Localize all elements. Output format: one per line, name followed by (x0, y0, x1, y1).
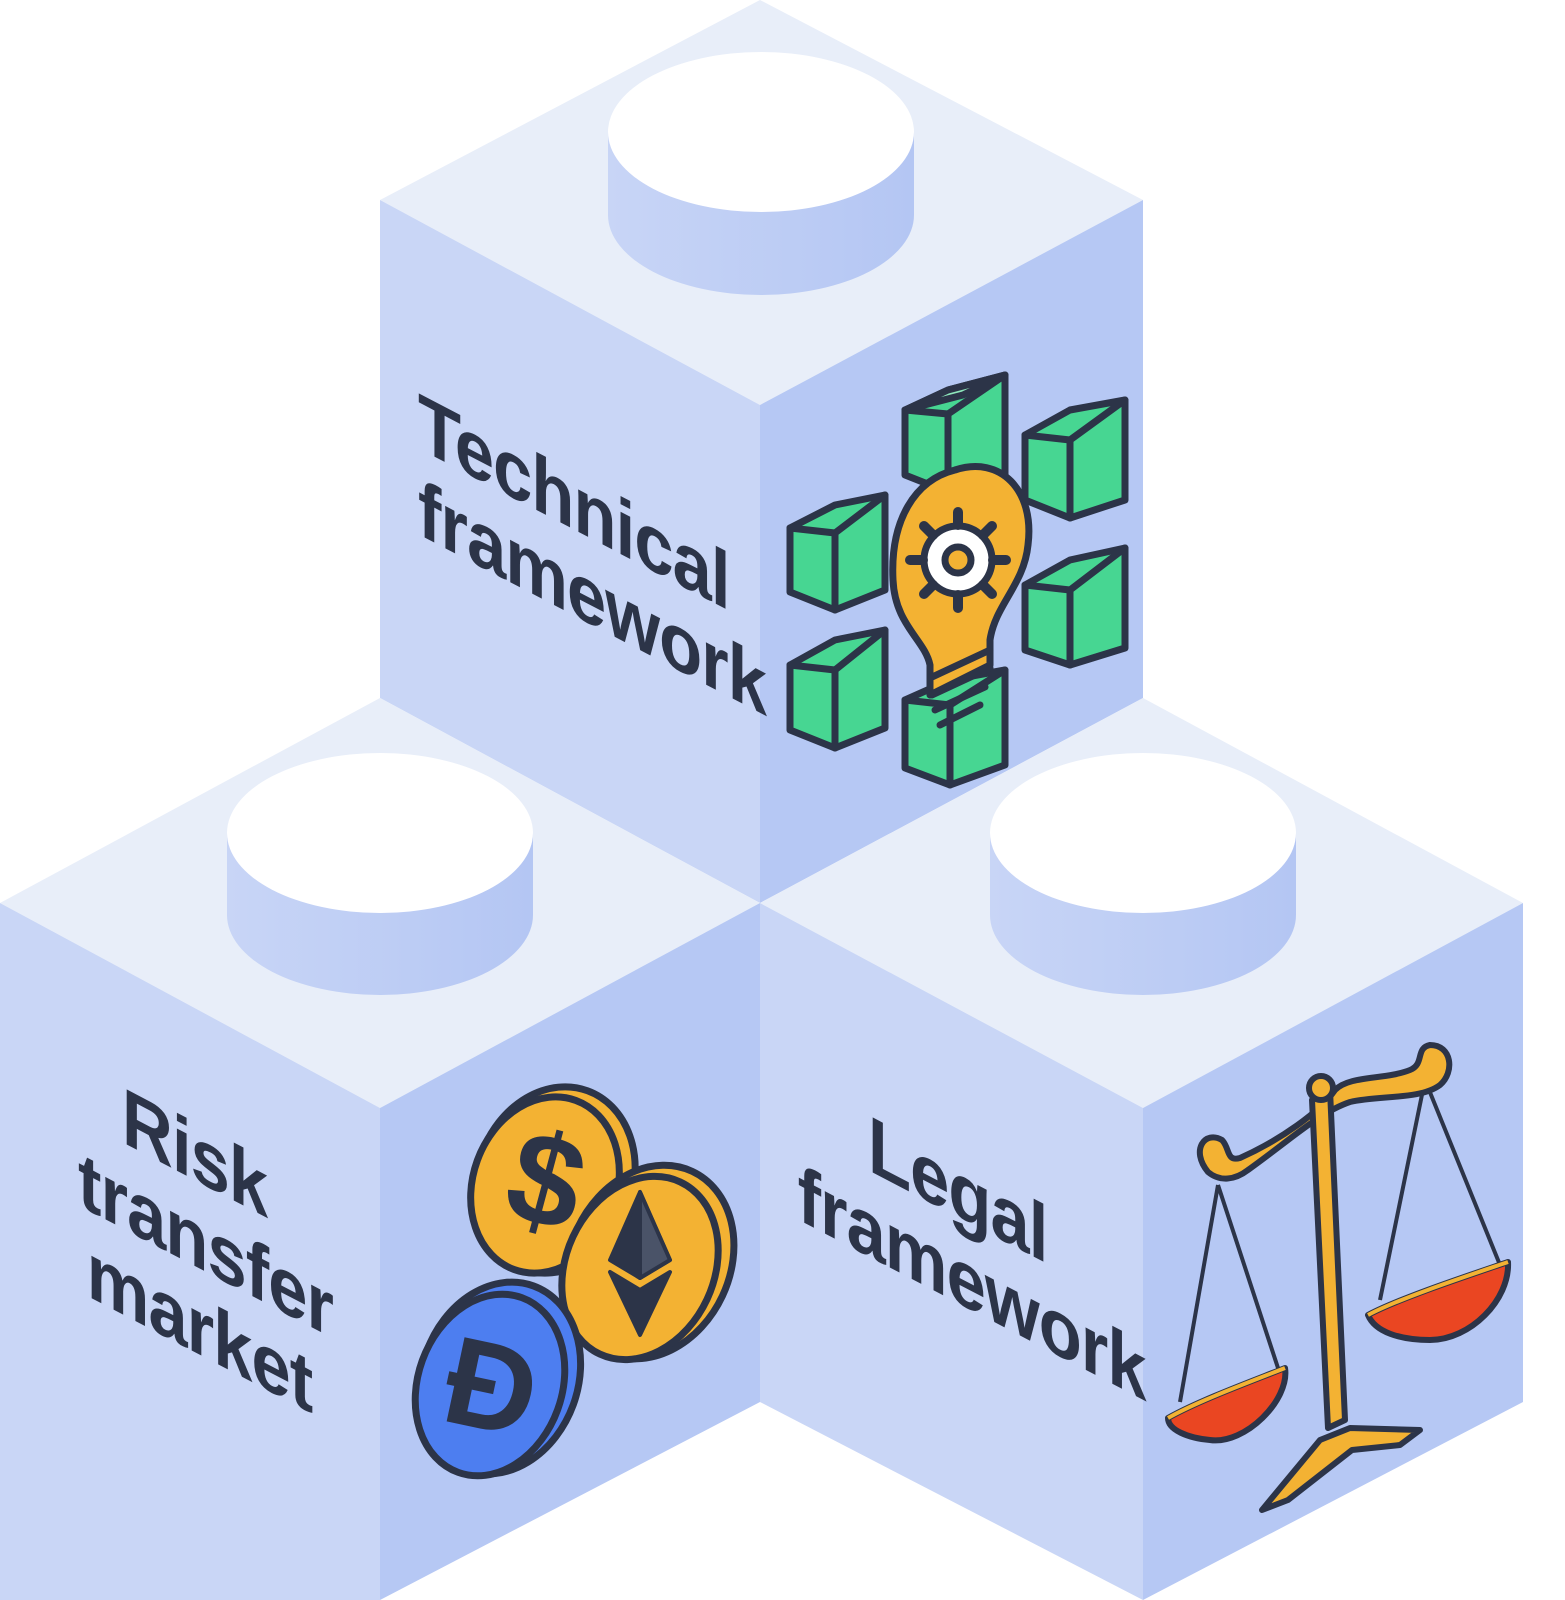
cube-icon (1021, 396, 1129, 522)
scale-pan-left (1165, 1365, 1289, 1444)
balance-scale-icon (1165, 1042, 1512, 1513)
scale-base (1259, 1425, 1423, 1513)
dogecoin-coin-icon: Đ (411, 1278, 585, 1480)
block-risk: Risk transfer market $ (0, 698, 760, 1600)
block-risk-stud (227, 753, 533, 995)
block-legal-left-face (760, 903, 1143, 1600)
block-technical-stud (608, 52, 914, 295)
scale-pan-right (1365, 1259, 1512, 1343)
cube-icon (786, 491, 889, 614)
lightbulb-gear-with-cubes-icon (786, 371, 1129, 789)
block-legal-stud (990, 753, 1296, 995)
block-technical: Technical framework (380, 0, 1143, 903)
cube-icon (901, 371, 1009, 496)
gear-icon (905, 507, 1011, 613)
cube-icon (1021, 544, 1129, 669)
cube-icon (786, 626, 889, 752)
block-technical-left-face (380, 200, 760, 903)
crypto-coins-icon: $ Đ (411, 1083, 738, 1480)
scale-pillar (1306, 1073, 1348, 1431)
block-legal: Legal framework (760, 698, 1523, 1600)
ethereum-coin-icon (558, 1161, 738, 1364)
block-risk-left-face (0, 903, 380, 1600)
